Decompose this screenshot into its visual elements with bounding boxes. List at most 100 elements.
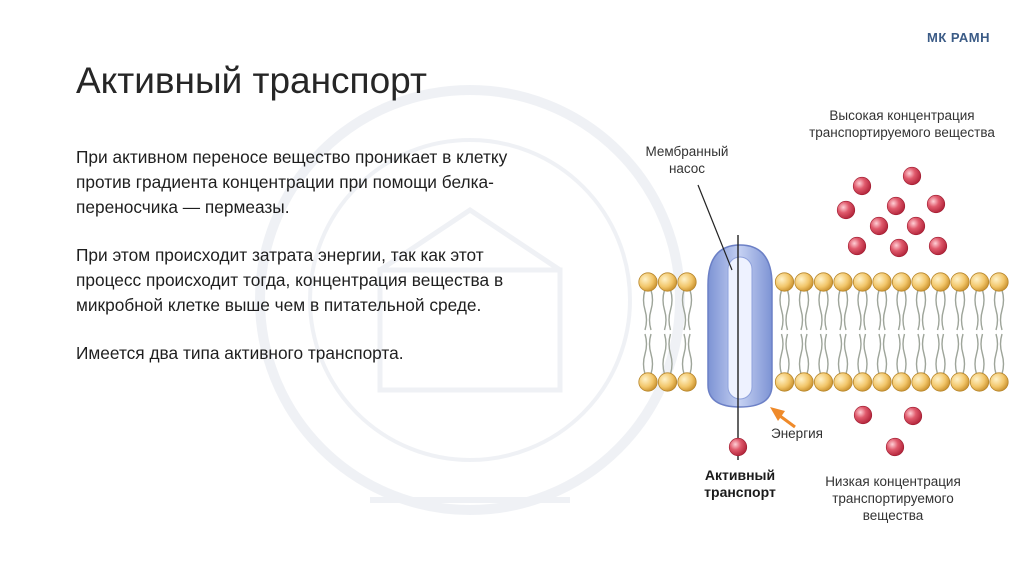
lipid-tail [980,289,985,331]
lipid-tail [974,289,979,331]
lipid-head [794,272,814,292]
lipid-tail [876,333,882,375]
paragraph-1: При активном переносе вещество проникает… [76,147,508,217]
organization-label: МК РАМН [926,30,990,45]
lipid-head [989,272,1009,292]
lipid-head [774,272,795,292]
lipid-tail [863,333,868,375]
label-energy: Энергия [771,426,823,441]
substance-particle [889,238,909,258]
lipid-head [774,372,795,392]
lipid-head [794,372,814,392]
lipid-tail [902,333,907,375]
substance-particle [926,194,946,214]
lipid-tail [818,289,823,331]
lipid-head [852,372,873,392]
lipid-tail [642,333,648,375]
slide-title: Активный транспорт [76,60,427,101]
lipid-head [950,272,970,292]
lipid-tail [804,289,810,331]
lipid-tail [993,289,999,331]
substance-particle [853,405,873,425]
lipid-tail [662,289,667,331]
lipid-head [677,372,697,392]
substance-particle [902,166,922,186]
lipid-tail [798,289,804,331]
lipid-tail [954,289,960,331]
lipid-head [813,372,834,392]
label-low-concentration: Низкая концентрация транспортируемого ве… [825,474,961,523]
lipid-tail [882,333,888,375]
pump-channel [727,256,753,400]
lipid-tail [915,289,921,331]
lipid-tail [896,289,901,331]
substance-particle [885,437,905,457]
lipid-head [813,272,834,292]
college-seal-watermark [255,85,685,515]
lipid-tail [662,333,667,375]
lipid-tail [798,333,804,375]
lipid-head [872,372,892,392]
lipid-tail [785,289,790,331]
lipid-tail [941,333,946,375]
lipid-tail [843,289,849,331]
substance-particle [847,236,867,256]
lipid-tail [804,333,810,375]
lipid-tail [837,289,843,331]
substance-particle [728,437,748,457]
lipid-head [657,272,678,292]
lipid-tail [941,289,946,331]
lipid-tail [902,289,907,331]
lipid-tail [974,333,979,375]
active-transport-diagram: Мембранный насос Высокая концентрация тр… [630,95,1010,565]
lipid-head [911,272,931,292]
lipid-tail [999,333,1005,375]
lipid-tail [921,333,927,375]
lipid-head [677,272,697,292]
lipid-tail [857,289,862,331]
substance-particle [869,216,889,236]
lipid-head [852,272,873,292]
membrane-diagram [638,166,1009,460]
lipid-head [891,272,912,292]
lipid-tail [668,289,673,331]
lipid-tail [863,289,868,331]
substance-particle [906,216,926,236]
lipid-tail [681,333,687,375]
lipid-tail [824,289,829,331]
lipid-head [930,372,951,392]
lipid-tail [785,333,790,375]
lipid-tail [857,333,862,375]
lipid-tail [980,333,985,375]
lipid-tail [935,289,940,331]
substance-particle [903,406,923,426]
lipid-head [833,372,853,392]
label-active-transport: Активный транспорт [704,467,776,500]
lipid-tail [960,289,966,331]
lipid-tail [681,289,687,331]
lipid-head [969,372,990,392]
lipid-tail [876,289,882,331]
lipid-head [638,372,658,392]
paragraph-2: При этом происходит затрата энергии, так… [76,245,504,315]
paragraph-3: Имеется два типа активного транспорта. [76,343,404,363]
lipid-tail [687,289,693,331]
lipid-head [930,272,951,292]
label-membrane-pump: Мембранный насос [645,144,729,176]
lipid-head [638,272,658,292]
lipid-head [872,272,892,292]
lipid-head [833,272,853,292]
lipid-tail [648,289,654,331]
substance-particle [836,200,856,220]
lipid-tail [837,333,843,375]
lipid-head [657,372,678,392]
particles [728,166,948,457]
lipid-tail [779,333,784,375]
energy-arrow-head [770,407,785,421]
lipid-tail [935,333,940,375]
lipid-tail [896,333,901,375]
substance-particle [852,176,872,196]
lipid-tail [668,333,673,375]
pump-pointer-line [697,184,733,271]
lipid-tail [642,289,648,331]
